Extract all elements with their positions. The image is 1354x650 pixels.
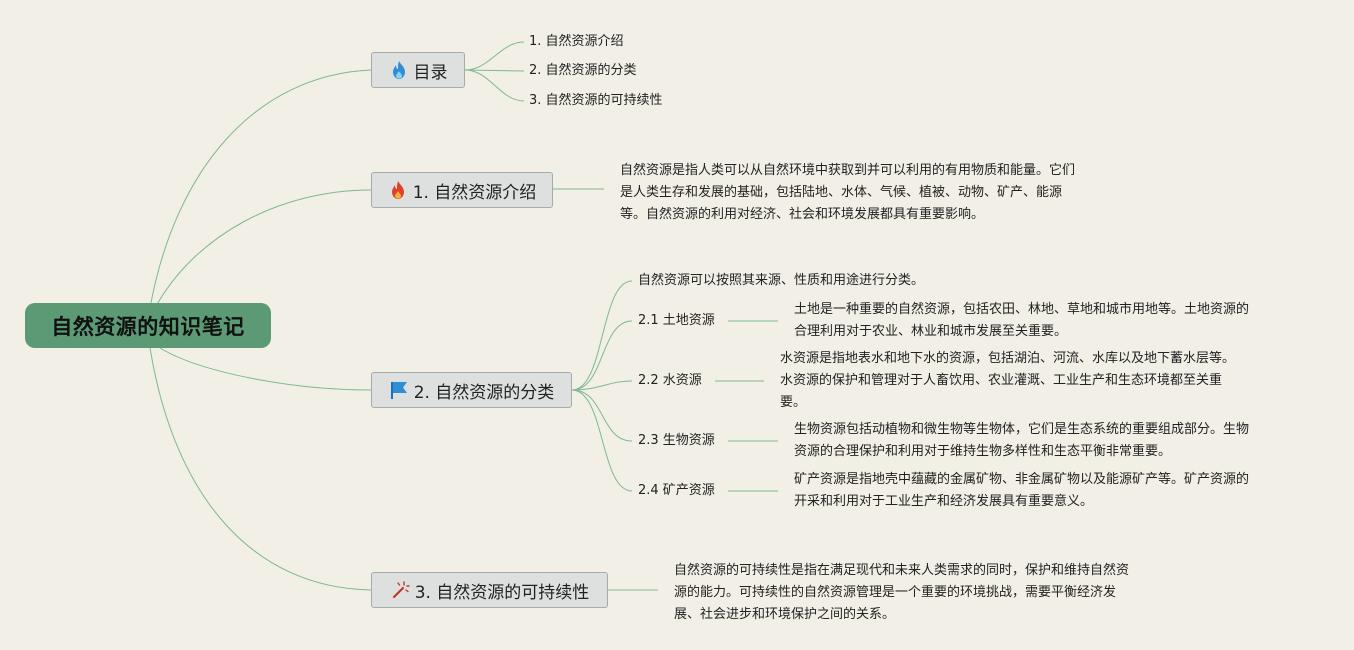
topic-intro[interactable]: 1. 自然资源介绍 — [371, 172, 553, 208]
sustain-line-2: 源的能力。可持续性的自然资源管理是一个重要的环境挑战，需要平衡经济发 — [674, 585, 1117, 600]
root-topic[interactable]: 自然资源的知识笔记 — [25, 303, 271, 348]
intro-description: 自然资源是指人类可以从自然环境中获取到并可以利用的有用物质和能量。它们 是人类生… — [620, 160, 1120, 226]
topic-toc[interactable]: 目录 — [371, 52, 465, 88]
bio-description: 生物资源包括动植物和微生物等生物体，它们是生态系统的重要组成部分。生物 资源的合… — [794, 419, 1294, 463]
classify-summary[interactable]: 自然资源可以按照其来源、性质和用途进行分类。 — [638, 273, 925, 288]
intro-line-1: 自然资源是指人类可以从自然环境中获取到并可以利用的有用物质和能量。它们 — [620, 163, 1076, 178]
sustain-line-3: 展、社会进步和环境保护之间的关系。 — [674, 607, 896, 622]
land-line-2: 合理利用对于农业、林业和城市发展至关重要。 — [794, 324, 1068, 339]
magic-wand-icon — [390, 580, 410, 600]
intro-line-2: 是人类生存和发展的基础，包括陆地、水体、气候、植被、动物、矿产、能源 — [620, 185, 1063, 200]
water-line-3: 要。 — [780, 395, 807, 410]
subtopic-water[interactable]: 2.2 水资源 — [638, 373, 702, 388]
sustain-line-1: 自然资源的可持续性是指在满足现代和未来人类需求的同时，保护和维持自然资 — [674, 563, 1130, 578]
bio-line-1: 生物资源包括动植物和微生物等生物体，它们是生态系统的重要组成部分。生物 — [794, 422, 1250, 437]
sustain-description: 自然资源的可持续性是指在满足现代和未来人类需求的同时，保护和维持自然资 源的能力… — [674, 560, 1174, 626]
bio-line-2: 资源的合理保护和利用对于维持生物多样性和生态平衡非常重要。 — [794, 444, 1172, 459]
blue-flame-icon — [389, 60, 409, 80]
topic-classify-label: 2. 自然资源的分类 — [413, 382, 555, 403]
topic-classify[interactable]: 2. 自然资源的分类 — [371, 372, 572, 408]
toc-item-3[interactable]: 3. 自然资源的可持续性 — [529, 93, 663, 108]
mineral-line-2: 开采和利用对于工业生产和经济发展具有重要意义。 — [794, 494, 1094, 509]
toc-item-2[interactable]: 2. 自然资源的分类 — [529, 63, 637, 78]
land-line-1: 土地是一种重要的自然资源，包括农田、林地、草地和城市用地等。土地资源的 — [794, 302, 1250, 317]
land-description: 土地是一种重要的自然资源，包括农田、林地、草地和城市用地等。土地资源的 合理利用… — [794, 299, 1294, 343]
subtopic-land[interactable]: 2.1 土地资源 — [638, 313, 715, 328]
mineral-description: 矿产资源是指地壳中蕴藏的金属矿物、非金属矿物以及能源矿产等。矿产资源的 开采和利… — [794, 469, 1294, 513]
topic-toc-label: 目录 — [413, 62, 448, 83]
subtopic-mineral[interactable]: 2.4 矿产资源 — [638, 483, 715, 498]
water-line-1: 水资源是指地表水和地下水的资源，包括湖泊、河流、水库以及地下蓄水层等。 — [780, 351, 1236, 366]
water-line-2: 水资源的保护和管理对于人畜饮用、农业灌溉、工业生产和生态环境都至关重 — [780, 373, 1223, 388]
root-title: 自然资源的知识笔记 — [51, 314, 245, 339]
toc-item-1[interactable]: 1. 自然资源介绍 — [529, 34, 624, 49]
intro-line-3: 等。自然资源的利用对经济、社会和环境发展都具有重要影响。 — [620, 207, 985, 222]
red-flame-icon — [388, 180, 408, 200]
water-description: 水资源是指地表水和地下水的资源，包括湖泊、河流、水库以及地下蓄水层等。 水资源的… — [780, 348, 1280, 414]
mineral-line-1: 矿产资源是指地壳中蕴藏的金属矿物、非金属矿物以及能源矿产等。矿产资源的 — [794, 472, 1250, 487]
blue-flag-icon — [389, 380, 409, 400]
topic-sustain[interactable]: 3. 自然资源的可持续性 — [371, 572, 608, 608]
topic-intro-label: 1. 自然资源介绍 — [412, 182, 537, 203]
subtopic-bio[interactable]: 2.3 生物资源 — [638, 433, 715, 448]
topic-sustain-label: 3. 自然资源的可持续性 — [414, 582, 590, 603]
